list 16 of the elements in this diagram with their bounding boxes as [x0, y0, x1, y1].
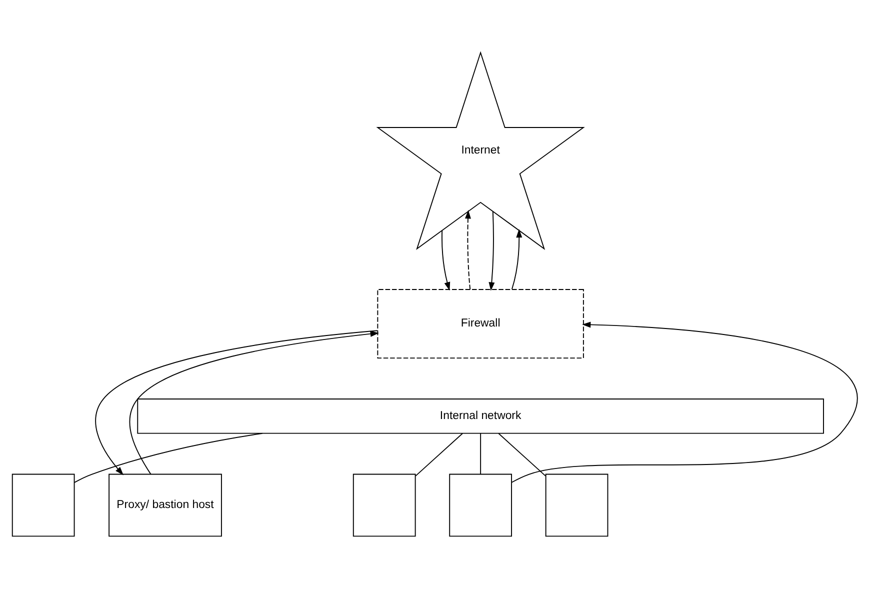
node-box	[449, 474, 512, 537]
connector	[415, 433, 463, 476]
node-box: Proxy/ bastion host	[108, 474, 222, 537]
node-box	[352, 474, 416, 537]
connector	[480, 433, 482, 475]
node-box: Internal network	[137, 398, 824, 434]
arrow	[511, 229, 522, 290]
arrow	[511, 322, 858, 483]
arrow	[488, 211, 495, 291]
connector	[498, 433, 546, 476]
arrow	[442, 230, 450, 291]
node-box: Firewall	[377, 288, 584, 359]
node-box	[545, 474, 608, 537]
connector	[74, 432, 263, 483]
node-box	[12, 474, 75, 537]
arrow	[464, 210, 471, 290]
